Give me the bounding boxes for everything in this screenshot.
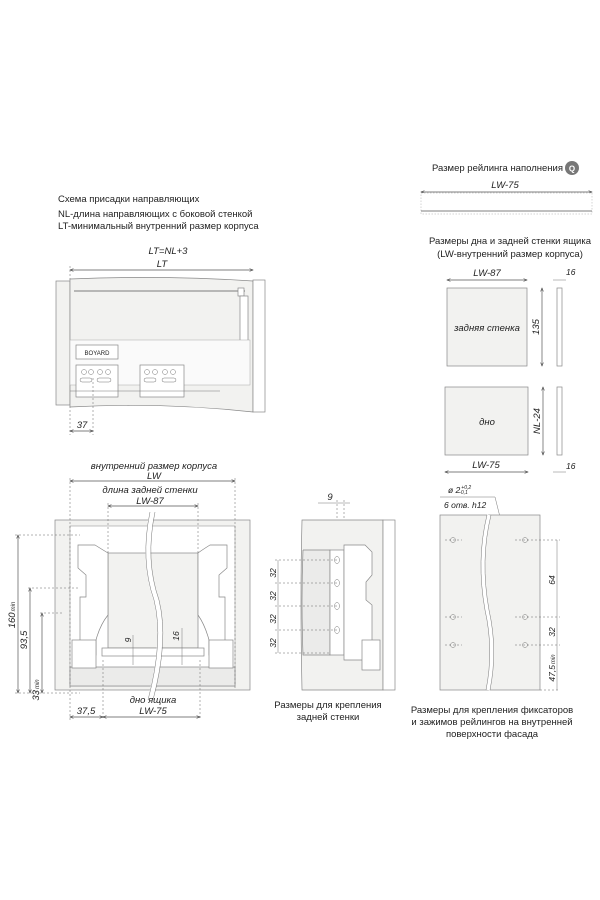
inner-size: LW bbox=[147, 471, 162, 482]
brand-logo: BOYARD bbox=[85, 351, 111, 357]
slide-right bbox=[208, 639, 234, 669]
break-line bbox=[480, 514, 494, 691]
rail-end bbox=[237, 287, 245, 297]
spacing-2: 32 bbox=[268, 591, 278, 601]
bottom-width: LW-75 bbox=[139, 706, 167, 717]
railing-dim: LW-75 bbox=[491, 180, 519, 191]
bottom-back-sizes: Размеры дна и задней стенки ящика (LW-вн… bbox=[429, 236, 592, 472]
facade-fixing: ø 2+0,2-0,1 6 отв. h12 64 32 47,5min Раз… bbox=[411, 485, 573, 740]
note-lt: LT-минимальный внутренний размер корпуса bbox=[58, 221, 259, 232]
railing-title: Размер рейлинга наполнения bbox=[432, 163, 563, 174]
dim-160-value: 160 bbox=[7, 612, 18, 629]
caption-line-1: Размеры для крепления bbox=[274, 700, 381, 711]
bottom-label: дно ящика bbox=[130, 695, 177, 706]
guide-scheme-title: Схема присадки направляющих bbox=[58, 194, 200, 205]
caption-line-1: Размеры для крепления фиксаторов bbox=[411, 705, 573, 716]
back-length-label: длина задней стенки bbox=[102, 485, 198, 496]
dim-47-5-suffix: min bbox=[551, 654, 557, 664]
hole-count: 6 отв. h12 bbox=[444, 500, 487, 510]
back-wall-label: задняя стенка bbox=[453, 323, 520, 334]
thickness-bottom: 16 bbox=[566, 461, 576, 471]
dim-33: 33min bbox=[31, 679, 42, 701]
hole-diameter: ø 2+0,2-0,1 bbox=[448, 485, 471, 496]
brand-plate bbox=[75, 344, 119, 360]
dim-16: 16 bbox=[171, 631, 181, 641]
bottom-width: LW-75 bbox=[472, 460, 500, 471]
thickness-top: 16 bbox=[566, 267, 576, 277]
back-wall-width: LW-87 bbox=[473, 268, 501, 279]
back-wall-height: 135 bbox=[531, 318, 542, 335]
back-wall bbox=[107, 552, 199, 649]
cabinet-back bbox=[252, 279, 266, 413]
dim-33-value: 33 bbox=[31, 689, 42, 700]
front-view: внутренний размер корпуса LW длина задне… bbox=[7, 461, 251, 720]
dim-9: 9 bbox=[123, 637, 133, 642]
hole-dia-value: ø 2 bbox=[448, 485, 461, 495]
caption-line-2: и зажимов рейлингов на внутренней bbox=[411, 717, 572, 728]
dim-formula: LT=NL+3 bbox=[149, 246, 189, 257]
dim-160-suffix: min bbox=[11, 601, 17, 611]
q-badge: Q bbox=[569, 165, 575, 174]
inner-size-label: внутренний размер корпуса bbox=[91, 461, 217, 472]
back-wall-fixing: 9 32 32 32 32 Размеры для крепления задн… bbox=[268, 492, 396, 723]
dim-33-suffix: min bbox=[35, 679, 41, 689]
cabinet-wall bbox=[382, 519, 396, 691]
dim-37: 37 bbox=[77, 420, 88, 431]
back-wall-edge bbox=[556, 287, 563, 367]
guide-scheme: Схема присадки направляющих NL-длина нап… bbox=[55, 194, 266, 435]
bracket bbox=[343, 544, 373, 661]
dim-93-5: 93,5 bbox=[19, 630, 30, 649]
bottom-depth: NL-24 bbox=[532, 408, 543, 434]
dim-9: 9 bbox=[327, 492, 333, 503]
dim-37-5: 37,5 bbox=[77, 706, 96, 717]
bottom-back-subtitle: (LW-внутренний размер корпуса) bbox=[437, 249, 583, 260]
dim-47-5: 47,5min bbox=[547, 654, 557, 682]
facade-side bbox=[55, 280, 71, 406]
bottom-panel bbox=[444, 386, 529, 456]
note-nl: NL-длина направляющих с боковой стенкой bbox=[58, 209, 252, 220]
bottom-back-title: Размеры дна и задней стенки ящика bbox=[429, 236, 592, 247]
dim-64: 64 bbox=[547, 575, 557, 585]
tol-plus: +0,2 bbox=[461, 485, 471, 491]
spacing-4: 32 bbox=[268, 638, 278, 648]
tol-minus: -0,1 bbox=[459, 490, 468, 496]
dim-47-5-value: 47,5 bbox=[547, 665, 557, 682]
dim-160: 160min bbox=[7, 601, 18, 628]
break-line bbox=[145, 511, 163, 701]
spacing-1: 32 bbox=[268, 568, 278, 578]
caption-line-3: поверхности фасада bbox=[446, 729, 539, 740]
dim-lt: LT bbox=[157, 259, 169, 270]
dim-32: 32 bbox=[547, 627, 557, 637]
railing-size: Размер рейлинга наполнения Q LW-75 bbox=[420, 161, 593, 215]
slide-left bbox=[71, 639, 97, 669]
back-length: LW-87 bbox=[136, 496, 164, 507]
bottom-label: дно bbox=[479, 417, 495, 428]
caption-line-2: задней стенки bbox=[297, 712, 360, 723]
railing-outline bbox=[420, 192, 593, 215]
bottom-edge bbox=[556, 386, 563, 456]
break-line bbox=[481, 514, 494, 691]
break-line bbox=[145, 511, 164, 701]
drawer-bottom bbox=[101, 647, 205, 657]
back-wall bbox=[301, 549, 331, 656]
spacing-3: 32 bbox=[268, 614, 278, 624]
back-wall-panel bbox=[446, 287, 528, 367]
q-badge-icon bbox=[565, 161, 579, 175]
slide bbox=[361, 639, 381, 671]
